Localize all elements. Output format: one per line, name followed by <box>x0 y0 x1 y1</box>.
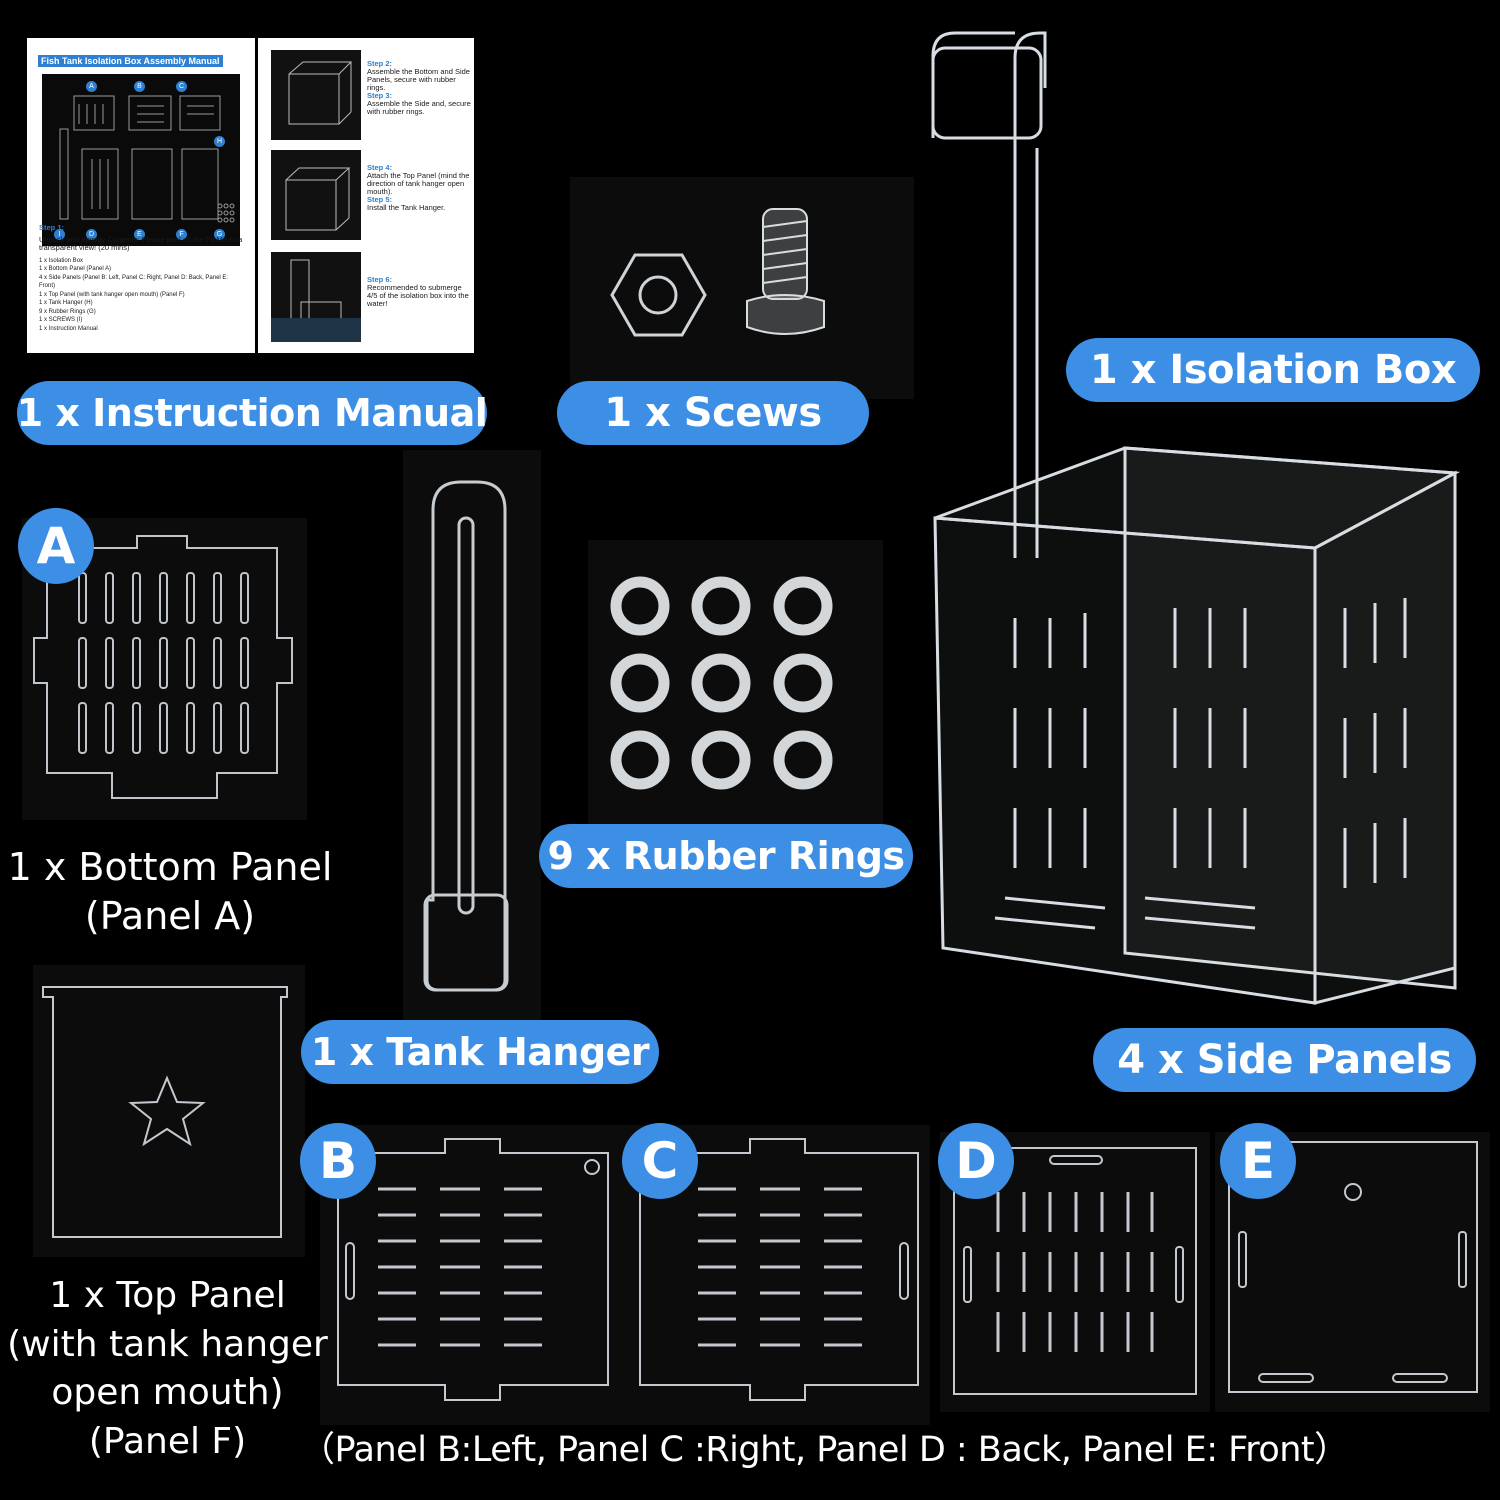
badge-b: B <box>300 1123 376 1199</box>
badge-d: D <box>938 1123 1014 1199</box>
label-instruction-manual: 1 x Instruction Manual <box>17 381 488 445</box>
badge-a: A <box>18 508 94 584</box>
manual-label-b: B <box>134 81 145 92</box>
manual-step5-text: Install the Tank Hanger. <box>367 203 446 212</box>
manual-step2-title: Step 2: <box>367 59 393 68</box>
manual-step3-text: Assemble the Side and, secure with rubbe… <box>367 99 471 116</box>
list-item: 1 x Instruction Manual <box>39 325 98 332</box>
caption-bottom-panel: 1 x Bottom Panel (Panel A) <box>5 843 335 942</box>
list-item: 9 x Rubber Rings (G) <box>39 308 96 315</box>
manual-step4-photo <box>271 150 361 240</box>
manual-label-g: G <box>214 229 225 240</box>
rubber-rings-image <box>588 540 883 825</box>
caption-top-line3: open mouth) <box>51 1372 284 1414</box>
manual-step4-text: Attach the Top Panel (mind the direction… <box>367 171 470 196</box>
manual-contents-list: 1 x Isolation Box 1 x Bottom Panel (Pane… <box>39 257 244 334</box>
manual-label-d: D <box>86 229 97 240</box>
manual-label-i: I <box>54 229 65 240</box>
list-item: 1 x Isolation Box <box>39 257 84 264</box>
caption-top-line4: (Panel F) <box>88 1420 247 1462</box>
manual-step6-text: Recommended to submerge 4/5 of the isola… <box>367 283 469 308</box>
label-side-panels: 4 x Side Panels <box>1093 1028 1476 1092</box>
manual-step6-title: Step 6: <box>367 275 393 284</box>
manual-label-a: A <box>86 81 97 92</box>
caption-bottom-line2: (Panel A) <box>84 894 256 939</box>
caption-top-panel: 1 x Top Panel (with tank hanger open mou… <box>5 1272 330 1466</box>
list-item: 1 x Tank Hanger (H) <box>39 300 93 306</box>
caption-top-line1: 1 x Top Panel <box>49 1275 286 1316</box>
caption-side-panels-legend: （Panel B:Left, Panel C :Right, Panel D :… <box>300 1430 1349 1470</box>
manual-page-right: Step 2: Assemble the Bottom and Side Pan… <box>259 38 474 353</box>
manual-step3-title: Step 3: <box>367 91 393 100</box>
manual-title: Fish Tank Isolation Box Assembly Manual <box>38 55 223 67</box>
manual-label-c: C <box>176 81 187 92</box>
manual-step1-title: Step 1: <box>39 223 65 232</box>
isolation-box-image <box>925 28 1485 1008</box>
label-tank-hanger: 1 x Tank Hanger <box>301 1020 659 1084</box>
badge-c: C <box>622 1123 698 1199</box>
caption-bottom-line1: 1 x Bottom Panel <box>7 845 333 889</box>
label-rubber-rings: 9 x Rubber Rings <box>539 824 913 888</box>
manual-divider <box>255 38 258 353</box>
manual-step2-photo <box>271 50 361 140</box>
manual-step6-photo <box>271 252 361 342</box>
instruction-manual-image: Fish Tank Isolation Box Assembly Manual … <box>27 38 474 353</box>
tank-hanger-image <box>403 450 541 1020</box>
screws-image <box>570 177 914 399</box>
list-item: 1 x Bottom Panel (Panel A) <box>39 266 112 272</box>
manual-label-e: E <box>134 229 145 240</box>
manual-label-f: F <box>176 229 187 240</box>
manual-page-left: Fish Tank Isolation Box Assembly Manual … <box>27 38 253 353</box>
badge-e: E <box>1220 1123 1296 1199</box>
label-isolation-box: 1 x Isolation Box <box>1066 338 1480 402</box>
list-item: 4 x Side Panels (Panel B: Left, Panel C:… <box>39 274 229 290</box>
manual-step1-text: Unpack and Identify Contents: Please pee… <box>39 234 243 252</box>
list-item: 1 x Top Panel (with tank hanger open mou… <box>39 291 185 298</box>
manual-label-h: H <box>214 136 225 147</box>
manual-step5-title: Step 5: <box>367 195 393 204</box>
manual-step4-title: Step 4: <box>367 163 393 172</box>
label-screws: 1 x Scews <box>557 381 869 445</box>
caption-top-line2: (with tank hanger <box>7 1323 328 1365</box>
manual-step2-text: Assemble the Bottom and Side Panels, sec… <box>367 67 470 92</box>
top-panel-f-image <box>33 965 305 1257</box>
list-item: 1 x SCREWS (I) <box>39 317 83 323</box>
manual-parts-image: A B C H I D E F G <box>42 74 240 246</box>
